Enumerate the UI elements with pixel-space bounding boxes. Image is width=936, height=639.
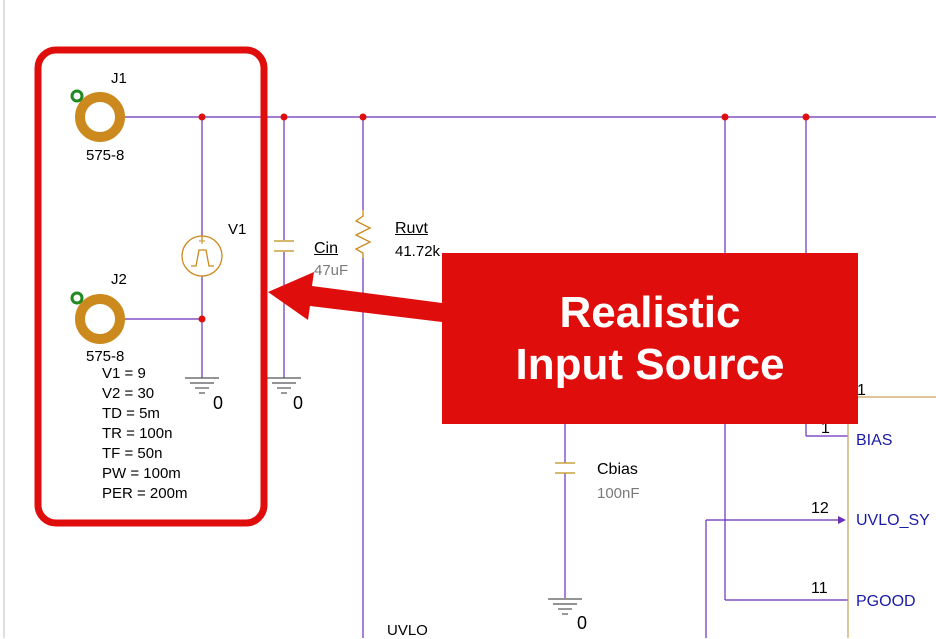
ic-pin-name-pgood: PGOOD [856,593,916,610]
ic-pin-name-bias: BIAS [856,432,893,449]
cin-ref-label: Cin [314,240,339,257]
param-per: PER = 200m [102,485,188,502]
uvlo-net-label: UVLO [387,622,428,639]
j1-ref-label: J1 [111,70,127,87]
param-tf: TF = 50n [102,445,163,462]
callout-line-1: Realistic [559,287,741,337]
source-params: V1 = 9 V2 = 30 TD = 5m TR = 100n TF = 50… [102,364,187,504]
callout-line-2: Input Source [515,339,785,389]
v1-ref-label: V1 [228,221,247,238]
ic-pin-name-uvlo-sy: UVLO_SY [856,512,930,529]
j1-connector-icon[interactable] [70,89,125,142]
j2-part-label: 575-8 [86,348,125,365]
ruvt-value-label: 41.72k [395,243,441,260]
pulse-source-icon[interactable] [181,235,223,277]
ic-pin-number-1-top: 1 [857,382,866,399]
ic-pin-number-uvlo-sy: 12 [811,500,829,517]
ruvt-ref-label: Ruvt [395,220,428,237]
param-tr: TR = 100n [102,425,173,442]
param-v1: V1 = 9 [102,365,146,382]
param-v2: V2 = 30 [102,385,155,402]
cbias-value-label: 100nF [597,485,640,502]
ic-pin-number-pgood: 11 [811,580,828,597]
ground-label-cin: 0 [293,393,304,413]
junction-dots [198,113,810,323]
callout-arrow-icon [268,272,442,322]
cbias-capacitor-icon[interactable] [555,462,575,474]
ground-label-cbias: 0 [577,613,588,633]
ground-icon-v1 [185,377,219,394]
uvlo-sy-pin-arrow [838,516,846,524]
ground-icon-cbias [548,598,582,615]
param-td: TD = 5m [102,405,160,422]
ground-label-v1: 0 [213,393,224,413]
callout-box: Realistic Input Source [442,253,858,424]
ruvt-resistor-icon[interactable] [354,210,372,258]
j1-part-label: 575-8 [86,147,125,164]
j2-ref-label: J2 [111,271,127,288]
highlight-box [34,46,268,527]
cin-value-label: 47uF [314,262,349,279]
ground-icon-cin [267,377,301,394]
cin-capacitor-icon[interactable] [274,240,294,252]
param-pw: PW = 100m [102,465,181,482]
cbias-ref-label: Cbias [597,461,638,478]
ic-pin-number-bias: 1 [821,420,830,437]
j2-connector-icon[interactable] [70,291,125,344]
